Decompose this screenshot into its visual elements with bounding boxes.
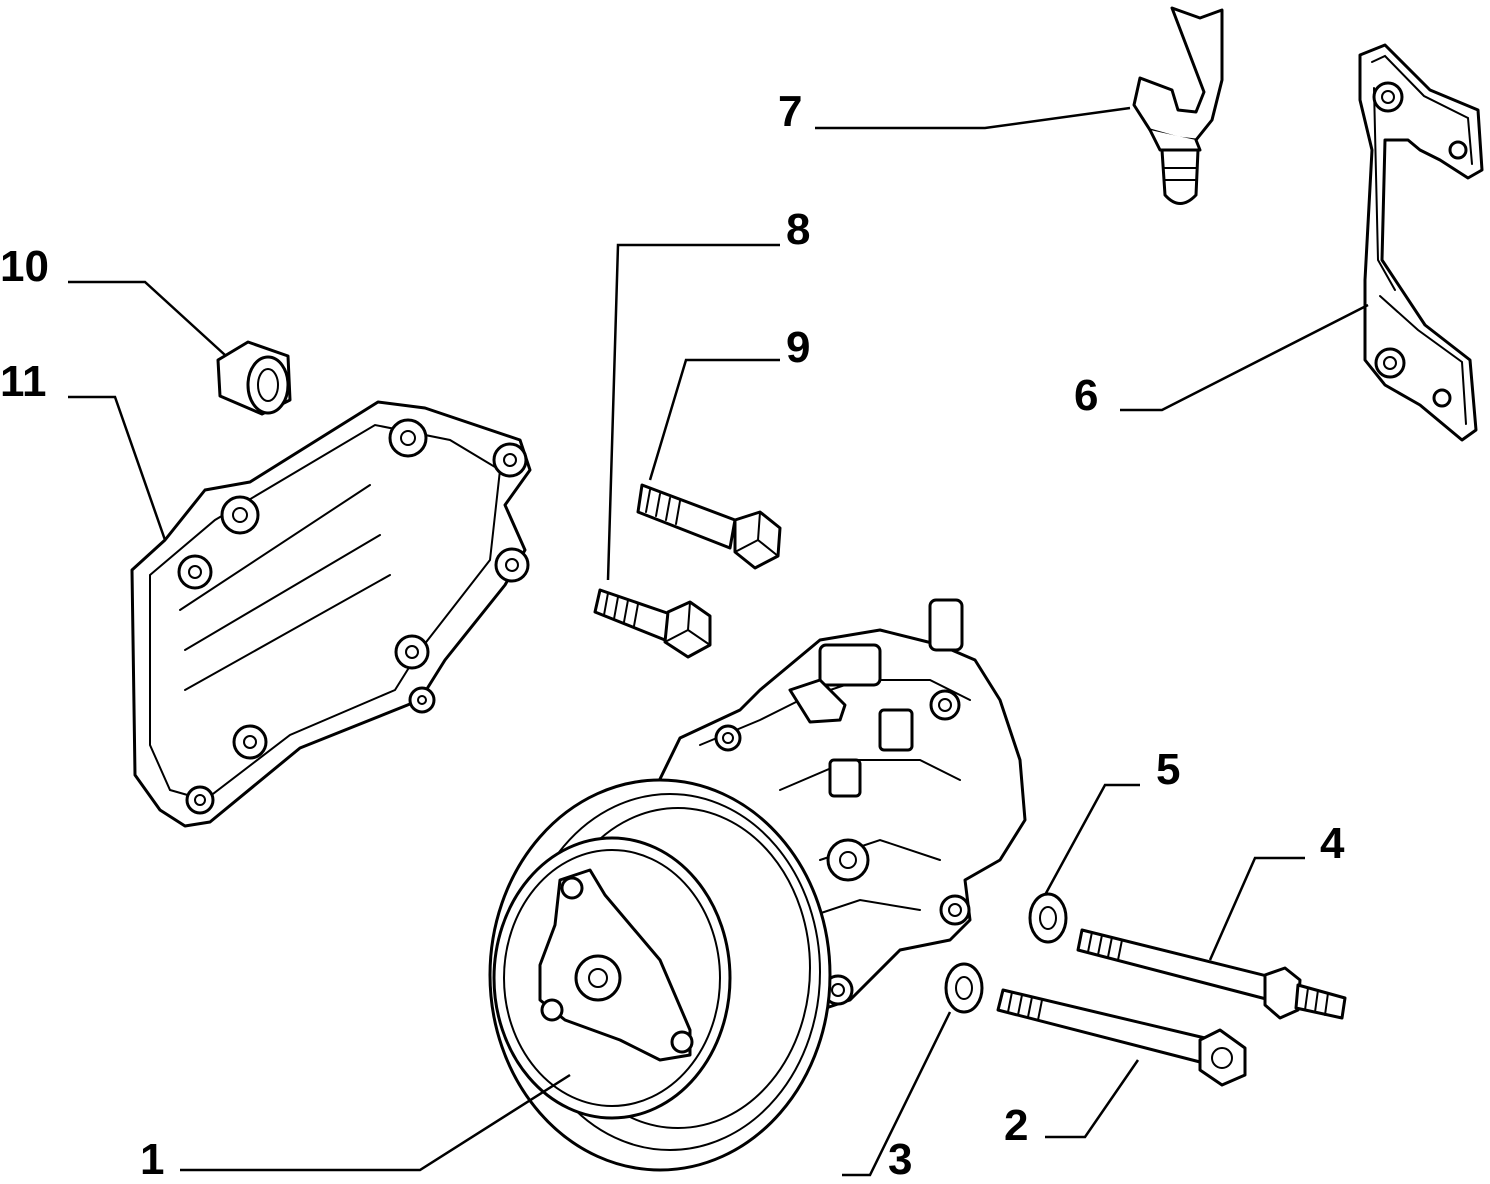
part-7-hose-clip (1132, 6, 1224, 205)
part-6-bracket-strap (1358, 43, 1484, 442)
part-2-flange-bolt (996, 988, 1247, 1087)
part-3-washer (944, 962, 984, 1014)
leader-6 (1120, 303, 1369, 412)
leader-3 (842, 1011, 952, 1177)
leader-10 (68, 280, 226, 356)
part-9-bolt (636, 483, 782, 570)
part-1-ac-compressor (488, 598, 1027, 1172)
part-5-washer (1028, 892, 1068, 944)
leader-1 (180, 1073, 571, 1172)
callout-5: 5 (1156, 745, 1181, 794)
callout-4: 4 (1320, 819, 1345, 868)
leader-2 (1045, 1059, 1140, 1139)
part-11-mounting-bracket (130, 400, 532, 828)
callout-2: 2 (1004, 1101, 1029, 1150)
callout-10: 10 (0, 242, 49, 291)
part-10-spacer-bushing (216, 340, 292, 416)
leader-5 (1043, 783, 1140, 896)
leader-lines (68, 106, 1369, 1177)
leader-9 (648, 358, 780, 481)
callout-11: 11 (0, 357, 47, 406)
callout-9: 9 (786, 323, 811, 372)
part-8-bolt (593, 588, 712, 659)
callout-8: 8 (786, 205, 811, 254)
part-4-stud-bolt (1076, 928, 1347, 1020)
leader-4 (1208, 856, 1305, 961)
callout-1: 1 (140, 1135, 165, 1184)
leader-8 (606, 243, 780, 581)
callout-6: 6 (1074, 371, 1099, 420)
leader-11 (68, 395, 167, 541)
callout-3: 3 (888, 1135, 913, 1184)
callout-7: 7 (778, 87, 803, 136)
leader-7 (815, 106, 1131, 130)
